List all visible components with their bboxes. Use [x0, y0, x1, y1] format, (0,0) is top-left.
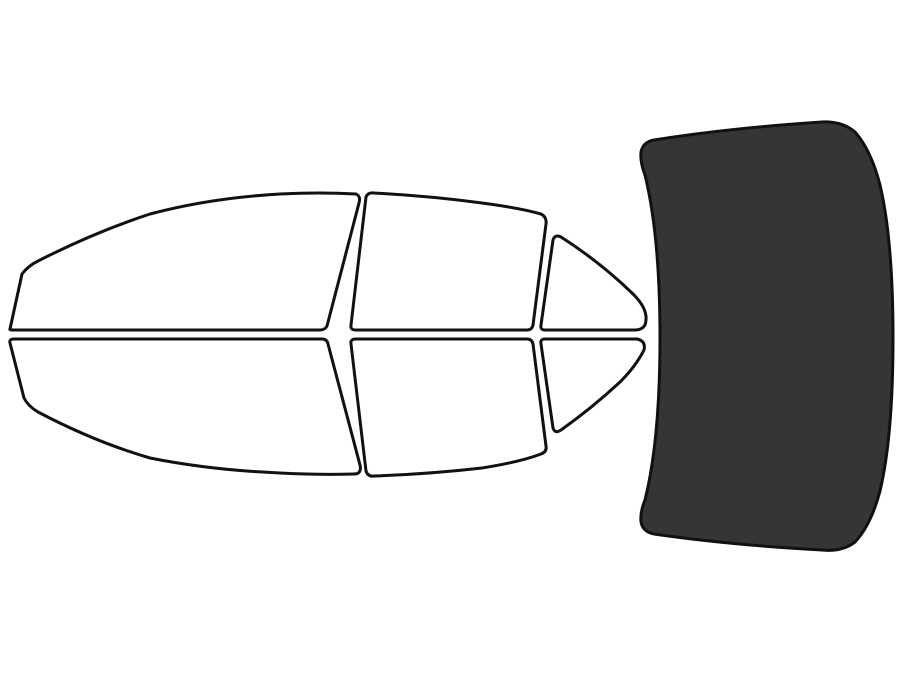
front-passenger-window — [8, 337, 362, 476]
front-driver-window — [8, 191, 362, 332]
rear-driver-window — [349, 191, 548, 332]
rear-passenger-quarter-window — [539, 337, 646, 434]
windshield — [639, 120, 895, 552]
rear-driver-quarter-window — [539, 234, 648, 332]
rear-passenger-window — [349, 337, 548, 478]
